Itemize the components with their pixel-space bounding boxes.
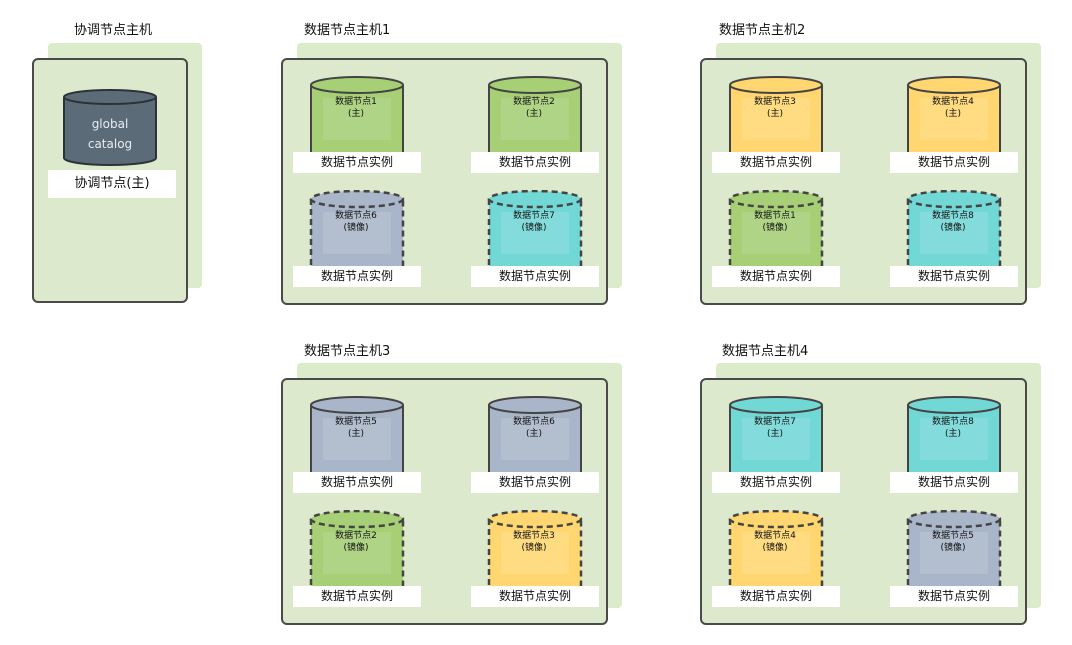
data-node-label: 数据节点5 (镜像) xyxy=(918,530,988,554)
data-node-name: 数据节点6 xyxy=(513,417,555,427)
global-catalog-label: global catalog xyxy=(62,114,158,154)
primary-data-node-cylinder: 数据节点2 (主) xyxy=(487,76,582,166)
data-node-name: 数据节点6 xyxy=(335,211,377,221)
data-host-title: 数据节点主机3 xyxy=(304,344,391,359)
mirror-data-node-cylinder: 数据节点2 (镜像) xyxy=(309,510,405,600)
data-node-role: (镜像) xyxy=(940,223,966,233)
data-node-name: 数据节点8 xyxy=(932,211,974,221)
data-node-name: 数据节点5 xyxy=(932,531,974,541)
data-node-label: 数据节点8 (主) xyxy=(918,416,988,440)
data-node-role: (主) xyxy=(944,429,962,439)
mirror-data-node-cylinder: 数据节点7 (镜像) xyxy=(487,190,583,280)
catalog-line-1: global xyxy=(91,117,129,131)
catalog-line-2: catalog xyxy=(87,137,133,151)
data-node-role: (主) xyxy=(525,429,543,439)
data-node-label: 数据节点6 (镜像) xyxy=(321,210,391,234)
data-host: 数据节点7(主)数据节点实例 数据节点8(主)数据节点实例 数据节点4(镜像)数… xyxy=(700,378,1027,625)
coordinator-node-label: 协调节点(主) xyxy=(48,170,176,198)
mirror-data-node-cylinder: 数据节点5 (镜像) xyxy=(906,510,1002,600)
primary-data-node-cylinder: 数据节点3 (主) xyxy=(728,76,823,166)
data-node-name: 数据节点2 xyxy=(335,531,377,541)
data-node-name: 数据节点3 xyxy=(754,97,796,107)
data-host: 数据节点5(主)数据节点实例 数据节点6(主)数据节点实例 数据节点2(镜像)数… xyxy=(281,378,608,625)
primary-data-node-cylinder: 数据节点8 (主) xyxy=(906,396,1001,486)
data-host: 数据节点1(主)数据节点实例 数据节点2(主)数据节点实例 数据节点6(镜像)数… xyxy=(281,58,608,305)
data-node-role: (镜像) xyxy=(521,543,547,553)
data-node-role: (镜像) xyxy=(762,223,788,233)
data-node-name: 数据节点4 xyxy=(754,531,796,541)
data-node-label: 数据节点6 (主) xyxy=(499,416,569,440)
data-node-instance-label: 数据节点实例 xyxy=(890,152,1018,173)
data-node-name: 数据节点8 xyxy=(932,417,974,427)
data-host-title: 数据节点主机1 xyxy=(304,23,391,38)
data-node-label: 数据节点7 (主) xyxy=(740,416,810,440)
data-node-instance-label: 数据节点实例 xyxy=(890,266,1018,287)
data-node-instance-label: 数据节点实例 xyxy=(712,266,840,287)
primary-data-node-cylinder: 数据节点4 (主) xyxy=(906,76,1001,166)
data-node-name: 数据节点1 xyxy=(754,211,796,221)
data-node-label: 数据节点8 (镜像) xyxy=(918,210,988,234)
data-node-role: (镜像) xyxy=(762,543,788,553)
data-node-instance-label: 数据节点实例 xyxy=(712,152,840,173)
data-node-label: 数据节点2 (镜像) xyxy=(321,530,391,554)
coordinator-host: global catalog 协调节点(主) xyxy=(32,58,188,303)
data-node-instance-label: 数据节点实例 xyxy=(890,586,1018,607)
data-node-instance-label: 数据节点实例 xyxy=(712,472,840,493)
data-node-label: 数据节点1 (镜像) xyxy=(740,210,810,234)
data-node-name: 数据节点4 xyxy=(932,97,974,107)
data-node-name: 数据节点7 xyxy=(754,417,796,427)
data-node-name: 数据节点3 xyxy=(513,531,555,541)
mirror-data-node-cylinder: 数据节点6 (镜像) xyxy=(309,190,405,280)
data-node-label: 数据节点3 (镜像) xyxy=(499,530,569,554)
data-node-role: (镜像) xyxy=(343,543,369,553)
data-node-instance-label: 数据节点实例 xyxy=(471,586,599,607)
data-node-label: 数据节点7 (镜像) xyxy=(499,210,569,234)
data-node-name: 数据节点7 xyxy=(513,211,555,221)
data-host-title: 数据节点主机4 xyxy=(722,344,809,359)
data-node-name: 数据节点5 xyxy=(335,417,377,427)
data-node-role: (主) xyxy=(766,429,784,439)
data-node-role: (镜像) xyxy=(343,223,369,233)
data-node-role: (主) xyxy=(944,109,962,119)
data-node-label: 数据节点3 (主) xyxy=(740,96,810,120)
data-node-label: 数据节点4 (镜像) xyxy=(740,530,810,554)
data-node-instance-label: 数据节点实例 xyxy=(712,586,840,607)
data-node-name: 数据节点2 xyxy=(513,97,555,107)
data-node-label: 数据节点4 (主) xyxy=(918,96,988,120)
data-node-role: (主) xyxy=(347,429,365,439)
data-node-instance-label: 数据节点实例 xyxy=(293,586,421,607)
data-host: 数据节点3(主)数据节点实例 数据节点4(主)数据节点实例 数据节点1(镜像)数… xyxy=(700,58,1027,305)
data-node-instance-label: 数据节点实例 xyxy=(890,472,1018,493)
primary-data-node-cylinder: 数据节点7 (主) xyxy=(728,396,823,486)
data-node-instance-label: 数据节点实例 xyxy=(293,152,421,173)
coordinator-host-title: 协调节点主机 xyxy=(74,23,153,38)
global-catalog-cylinder: global catalog xyxy=(62,88,158,178)
data-node-instance-label: 数据节点实例 xyxy=(293,472,421,493)
data-node-role: (主) xyxy=(766,109,784,119)
data-node-instance-label: 数据节点实例 xyxy=(471,472,599,493)
data-node-instance-label: 数据节点实例 xyxy=(471,266,599,287)
data-host-title: 数据节点主机2 xyxy=(719,23,806,38)
data-node-role: (镜像) xyxy=(521,223,547,233)
data-node-label: 数据节点5 (主) xyxy=(321,416,391,440)
data-node-label: 数据节点2 (主) xyxy=(499,96,569,120)
data-node-name: 数据节点1 xyxy=(335,97,377,107)
data-node-instance-label: 数据节点实例 xyxy=(471,152,599,173)
data-node-role: (主) xyxy=(347,109,365,119)
data-node-label: 数据节点1 (主) xyxy=(321,96,391,120)
data-node-role: (镜像) xyxy=(940,543,966,553)
data-node-instance-label: 数据节点实例 xyxy=(293,266,421,287)
data-node-role: (主) xyxy=(525,109,543,119)
primary-data-node-cylinder: 数据节点5 (主) xyxy=(309,396,404,486)
